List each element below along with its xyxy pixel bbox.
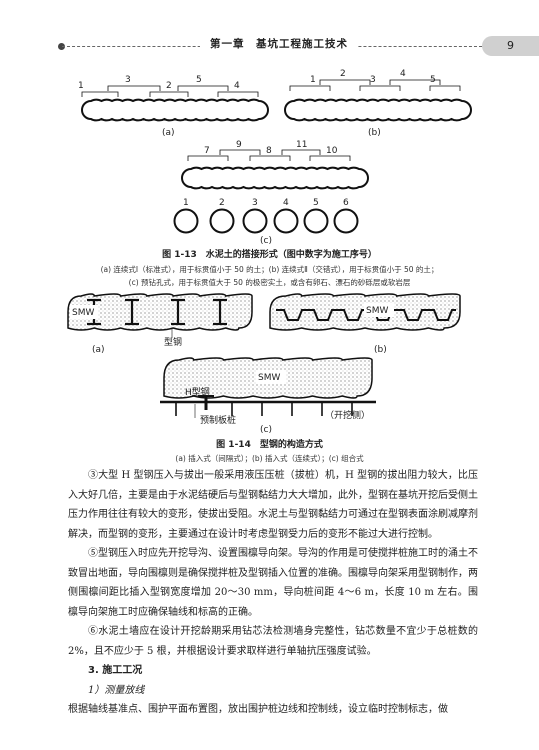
paragraph-survey: 根据轴线基准点、围护平面布置图，放出围护桩边线和控制线，设立临时控制标志，做 (68, 704, 448, 715)
predrill-circle (303, 208, 329, 234)
fig13-b-num-1: 1 (310, 75, 316, 85)
fig13-a-num-5: 5 (196, 75, 202, 85)
fig13-c-circle-6: 6 (343, 198, 349, 208)
sequence-bracket (359, 85, 401, 91)
fig13-caption: 图 1-13 水泥土的搭接形式（图中数字为施工序号） (a) 连续式Ⅰ（标准式）… (0, 247, 539, 288)
body-text: ③大型 H 型钢压入与拔出一般采用液压压桩（拔桩）机，H 型钢的拔出阻力较大，比… (68, 466, 478, 720)
fig14-a-wall (67, 293, 253, 331)
sequence-bracket (389, 79, 441, 85)
fig14-c-kaiwa: （开挖侧） (325, 409, 370, 421)
fig13-a-num-1: 1 (78, 81, 84, 91)
sequence-bracket (309, 155, 351, 161)
fig14-c-label: (c) (260, 425, 272, 435)
sequence-bracket (217, 91, 259, 97)
sequence-bracket (281, 149, 321, 155)
fig14-b-label: (b) (374, 345, 387, 355)
fig13-title: 图 1-13 水泥土的搭接形式（图中数字为施工序号） (162, 250, 377, 260)
fig13-b-num-4: 4 (400, 69, 406, 79)
fig14-c-diagram: SMW H型钢 预制板桩 （开挖侧） (c) (160, 357, 376, 435)
predrill-circle (242, 208, 268, 234)
sub-heading: 1）测量放线 (88, 684, 145, 696)
fig13-b-diagram: 1 2 3 4 5 (b) (284, 69, 472, 138)
sequence-bracket (319, 79, 371, 85)
fig13-a-num-4: 4 (234, 81, 240, 91)
paragraph-3: ③大型 H 型钢压入与拔出一般采用液压压桩（拔桩）机，H 型钢的拔出阻力较大，比… (68, 470, 478, 540)
sequence-bracket (81, 91, 119, 97)
fig13-c-num-8: 8 (266, 146, 272, 156)
fig13-c-diagram: 7 9 8 11 10 1 2 3 4 5 6 (c) (173, 140, 369, 246)
page-number: 9 (482, 36, 539, 56)
fig14-note: (a) 插入式（间隔式）；(b) 插入式（连续式）；(c) 组合式 (175, 454, 364, 463)
fig13-a-pile-row (81, 98, 269, 122)
section-heading: 3. 施工工况 (88, 665, 143, 676)
fig13-c-label: (c) (260, 236, 272, 246)
fig13-a-diagram: 1 3 2 5 4 (a) (78, 75, 269, 138)
fig13-b-pile-row (284, 98, 472, 122)
fig13-c-num-7: 7 (204, 146, 210, 156)
chapter-title: 第一章 基坑工程施工技术 (200, 36, 358, 51)
fig14-b-diagram: SMW (b) (269, 293, 461, 355)
predrill-circle (173, 208, 199, 234)
fig13-a-label: (a) (162, 128, 175, 138)
fig14-title: 图 1-14 型钢的构造方式 (216, 440, 323, 450)
fig13-c-num-9: 9 (236, 140, 242, 150)
fig14-caption: 图 1-14 型钢的构造方式 (a) 插入式（间隔式）；(b) 插入式（连续式）… (0, 437, 539, 464)
sequence-bracket (107, 85, 161, 91)
paragraph-5: ⑤型钢压入时应先开挖导沟、设置围檩导向架。导沟的作用是可使搅拌桩施工时的涌土不致… (68, 548, 478, 618)
sequence-bracket (149, 91, 189, 97)
sequence-bracket (249, 155, 291, 161)
fig14-c-smw: SMW (258, 373, 280, 383)
sequence-bracket (289, 85, 331, 91)
fig14-b-smw: SMW (366, 306, 388, 316)
predrill-circle (333, 208, 359, 234)
fig13-c-pile-row (181, 166, 369, 190)
fig14-c-hxinggang: H型钢 (185, 386, 210, 398)
fig13-c-circle-4: 4 (283, 198, 289, 208)
page-header: 第一章 基坑工程施工技术 9 (0, 36, 539, 58)
fig13-c-circle-2: 2 (219, 198, 225, 208)
fig13-a-num-2: 2 (166, 81, 172, 91)
fig13-b-num-3: 3 (370, 75, 376, 85)
sequence-bracket (187, 155, 229, 161)
header-dot (58, 43, 65, 50)
fig13-b-num-5: 5 (430, 75, 436, 85)
predrill-circle (273, 208, 299, 234)
fig14-a-diagram: SMW 型钢 (a) (67, 293, 253, 355)
paragraph-6: ⑥水泥土墙应在设计开挖龄期采用钻芯法检测墙身完整性，钻芯数量不宜少于总桩数的 2… (68, 626, 478, 657)
fig13-c-circle-1: 1 (183, 198, 189, 208)
fig14-c-yuzhi: 预制板桩 (200, 414, 236, 426)
fig13-b-num-2: 2 (340, 69, 346, 79)
fig13-note-2: (c) 预钻孔式，用于标贯值大于 50 的极密实土，或含有卵石、漂石的砂砾层或软… (128, 278, 411, 287)
fig14-a-smw: SMW (72, 308, 94, 318)
fig13-c-num-11: 11 (296, 140, 307, 150)
sequence-bracket (219, 149, 261, 155)
fig13-c-circle-3: 3 (252, 198, 258, 208)
fig14-a-xinggang: 型钢 (164, 336, 182, 348)
fig13-a-num-3: 3 (125, 75, 131, 85)
fig13-b-label: (b) (368, 128, 381, 138)
sequence-bracket (177, 85, 229, 91)
predrill-circle (209, 208, 235, 234)
fig14-a-label: (a) (92, 345, 105, 355)
fig13-note-1: (a) 连续式Ⅰ（标准式），用于标贯值小于 50 的土；(b) 连续式Ⅱ（交错式… (100, 265, 439, 274)
fig13-c-circle-5: 5 (313, 198, 319, 208)
sequence-bracket (429, 85, 461, 91)
fig13-c-num-10: 10 (326, 146, 338, 156)
